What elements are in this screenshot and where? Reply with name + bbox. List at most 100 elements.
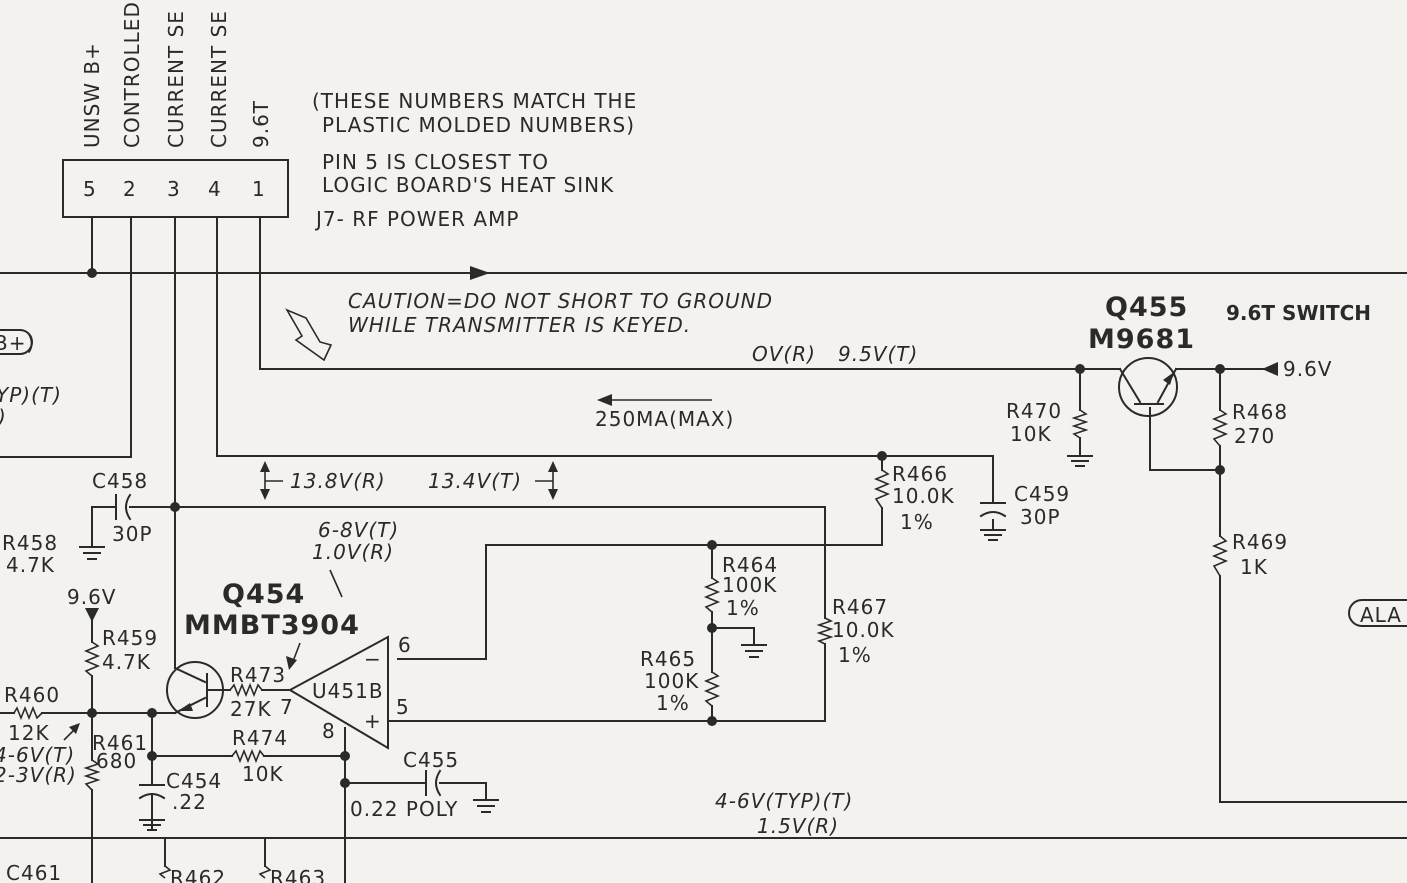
left-voltage-2: 2-3V(R): [0, 763, 77, 787]
pin-number-1: 1: [252, 177, 266, 201]
r473-ref: R473: [230, 663, 286, 687]
resistor-r474: [231, 748, 265, 764]
opamp-u451b: − +: [287, 635, 389, 750]
connector-note-line2: PLASTIC MOLDED NUMBERS): [322, 113, 635, 137]
c458-ref: C458: [92, 469, 148, 493]
alarm-label: ALA: [1360, 603, 1402, 627]
q454-transistor: [166, 661, 224, 719]
r461-val: 680: [96, 749, 137, 773]
pin-number-4: 4: [208, 177, 222, 201]
resistor-r470: [1071, 409, 1089, 439]
r464-tol: 1%: [726, 596, 760, 620]
caution-line2: WHILE TRANSMITTER IS KEYED.: [348, 313, 691, 337]
c459-ref: C459: [1014, 482, 1070, 506]
resistor-r469: [1211, 535, 1229, 577]
r468-ref: R468: [1232, 400, 1288, 424]
c454-ref: C454: [166, 769, 222, 793]
connector-designator: J7- RF POWER AMP: [314, 207, 519, 231]
typ-voltage-2: 1.5V(R): [757, 814, 839, 838]
junctions: [87, 268, 1225, 788]
ground-icon: [139, 819, 165, 831]
resistor-r461: [83, 759, 101, 791]
r467-tol: 1%: [838, 643, 872, 667]
r474-val: 10K: [242, 762, 284, 786]
r459-val: 4.7K: [102, 650, 151, 674]
r474-ref: R474: [232, 726, 288, 750]
r466-tol: 1%: [900, 510, 934, 534]
caution-line1: CAUTION=DO NOT SHORT TO GROUND: [348, 289, 773, 313]
resistor-r468: [1211, 409, 1229, 447]
pin-number-5: 5: [83, 177, 97, 201]
r466-val: 10.0K: [892, 484, 955, 508]
voltage-134: 13.4V(T): [428, 469, 522, 493]
wires: [0, 216, 1407, 883]
r460-ref: R460: [4, 683, 60, 707]
opamp-pin7: 7: [280, 695, 294, 719]
c454-val: .22: [172, 790, 207, 814]
r473-val: 27K: [230, 697, 272, 721]
resistor-r460: [13, 705, 43, 721]
c459-val: 30P: [1020, 505, 1061, 529]
r460-val: 12K: [8, 721, 50, 745]
rail-96v-left: 9.6V: [67, 585, 117, 609]
c455-ref: C455: [403, 748, 459, 772]
r467-ref: R467: [832, 595, 888, 619]
capacitor-c455: [425, 769, 442, 797]
r467-val: 10.0K: [832, 618, 895, 642]
opamp-pin6: 6: [398, 633, 412, 657]
pin-label-1: 9.6T: [249, 100, 273, 148]
caution-arrow-icon: [285, 308, 333, 362]
r461-ref: R461: [92, 731, 148, 755]
pin-labels: UNSW B+ CONTROLLED CURRENT SE CURRENT SE…: [80, 1, 273, 148]
r459-ref: R459: [102, 626, 158, 650]
resistor-r465: [703, 671, 721, 707]
r469-ref: R469: [1232, 530, 1288, 554]
r465-ref: R465: [640, 647, 696, 671]
r464-val: 100K: [722, 573, 777, 597]
left-typ-voltage: YP)(T): [0, 383, 62, 407]
pin-number-2: 2: [123, 177, 137, 201]
resistor-r459: [83, 641, 101, 677]
r466-ref: R466: [892, 462, 948, 486]
typ-voltage-1: 4-6V(TYP)(T): [715, 789, 853, 813]
left-voltage-1: 4-6V(T): [0, 743, 75, 767]
q455-transistor: [1118, 357, 1178, 417]
pin-label-5: UNSW B+: [80, 42, 104, 148]
r469-val: 1K: [1240, 555, 1268, 579]
ground-icon: [473, 799, 499, 813]
resistor-r467: [816, 617, 834, 645]
opamp-minus: −: [364, 647, 382, 671]
pin-label-4: CURRENT SE: [207, 10, 231, 148]
c458-val: 30P: [112, 522, 153, 546]
c455-val: 0.22 POLY: [350, 797, 458, 821]
ground-icon: [79, 546, 105, 560]
connector-note-line1: (THESE NUMBERS MATCH THE: [312, 89, 637, 113]
current-label: 250MA(MAX): [595, 407, 734, 431]
q454-ref: Q454: [222, 579, 305, 610]
opamp-pin5: 5: [396, 695, 410, 719]
current-arrow-icon: [597, 394, 612, 406]
resistor-r464: [703, 577, 721, 613]
pin-label-2: CONTROLLED: [120, 1, 144, 148]
measure-arrows-icon: [260, 461, 558, 500]
q455-function: 9.6T SWITCH: [1226, 301, 1371, 325]
opamp-ref: U451B: [312, 679, 384, 703]
ground-icon: [980, 529, 1006, 541]
q455-ref: Q455: [1105, 292, 1188, 323]
voltage-96t-line: OV(R) 9.5V(T): [752, 342, 918, 366]
r458-ref: R458: [2, 531, 58, 555]
bus-arrow-icon: [470, 266, 490, 280]
resistor-r473: [229, 682, 263, 698]
pin-label-3: CURRENT SE: [164, 10, 188, 148]
rail-96v-arrow-icon: [85, 608, 99, 622]
resistor-r466: [873, 469, 891, 509]
opamp-plus: +: [364, 709, 382, 733]
r462-ref: R462: [170, 866, 226, 883]
voltage-138: 13.8V(R): [290, 469, 386, 493]
capacitor-c458: [115, 493, 132, 521]
r465-tol: 1%: [656, 691, 690, 715]
r468-val: 270: [1234, 424, 1275, 448]
opamp-pin8: 8: [322, 719, 336, 743]
c461-ref: C461: [6, 861, 62, 883]
